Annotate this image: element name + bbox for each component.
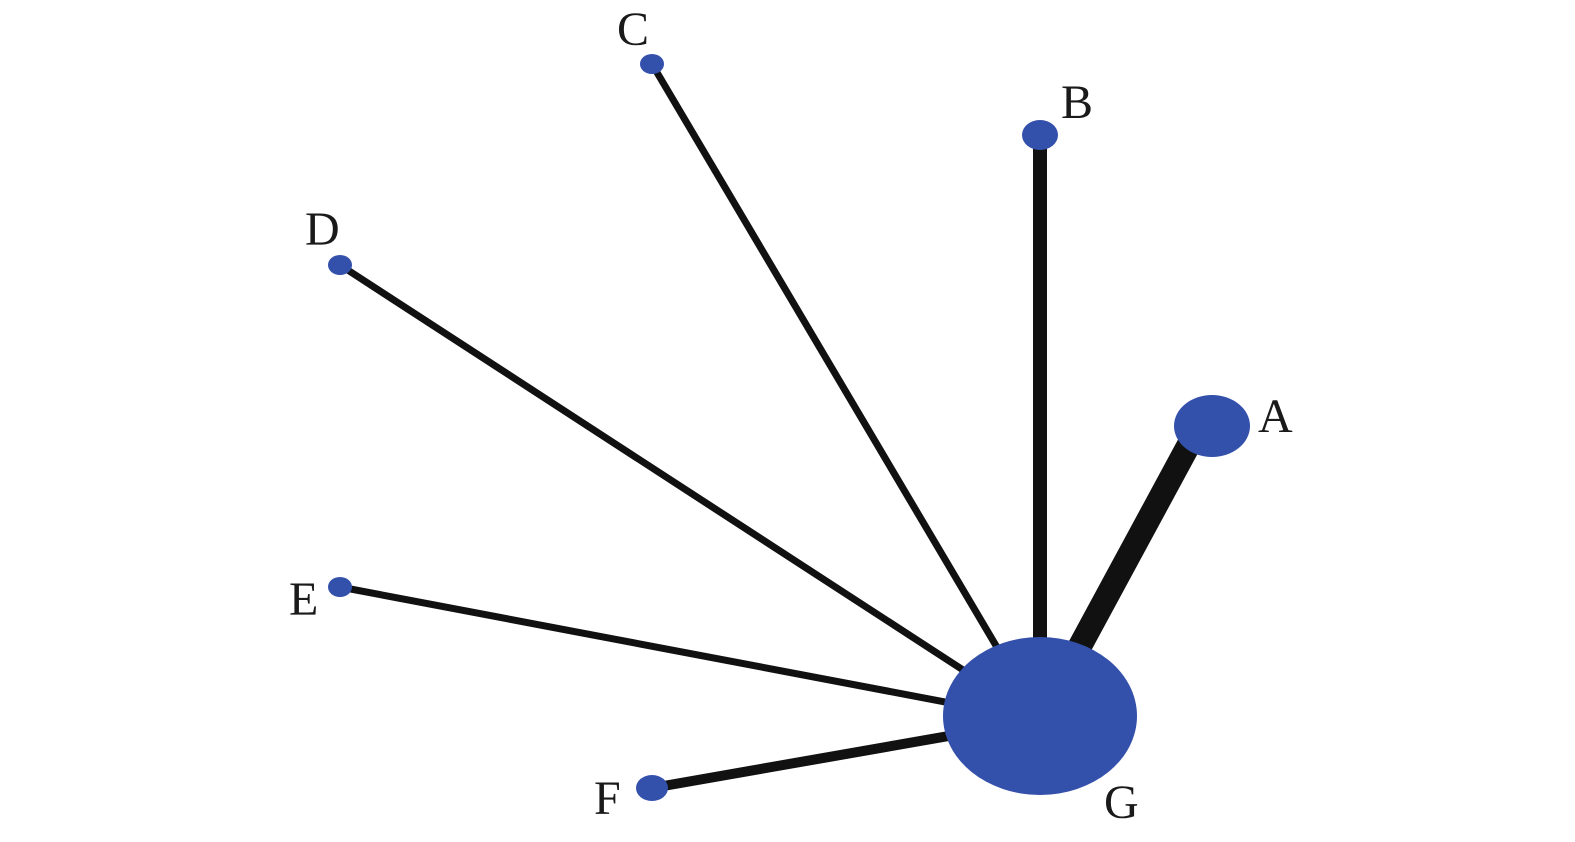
nodes	[328, 54, 1250, 801]
label-g: G	[1104, 776, 1139, 829]
node-d	[328, 255, 352, 275]
label-a: A	[1258, 390, 1293, 443]
edge-g-d	[338, 262, 1042, 723]
label-b: B	[1061, 76, 1093, 129]
node-e	[328, 577, 352, 597]
label-f: F	[594, 772, 621, 825]
label-e: E	[289, 573, 318, 626]
label-d: D	[305, 203, 340, 256]
node-c	[640, 54, 664, 74]
node-labels: A B C D E F G	[289, 3, 1293, 829]
node-g	[943, 637, 1137, 795]
node-a	[1174, 395, 1250, 457]
label-c: C	[617, 3, 649, 56]
node-b	[1022, 120, 1058, 150]
node-f	[636, 775, 668, 801]
edge-g-c	[648, 62, 1044, 722]
edge-g-e	[339, 583, 1041, 724]
